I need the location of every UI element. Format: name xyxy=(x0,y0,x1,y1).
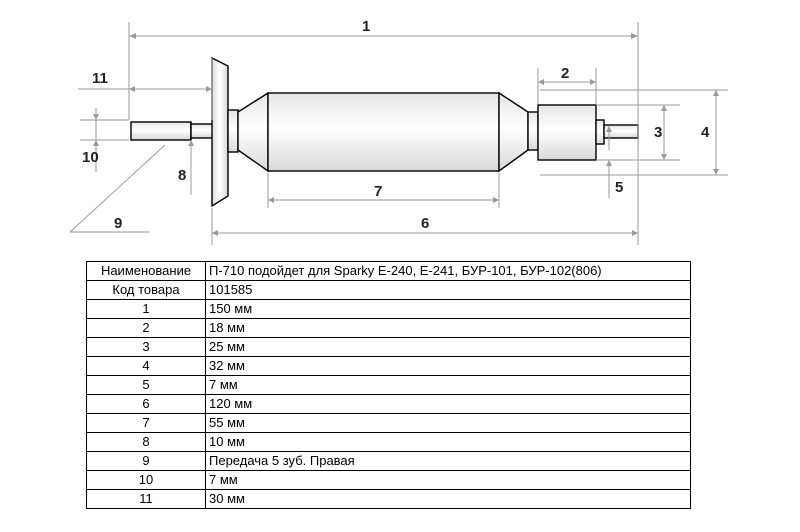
dim-label-9: 9 xyxy=(114,215,122,232)
row-value-cell: 30 мм xyxy=(205,489,691,509)
shaft-collar xyxy=(190,123,214,139)
row-key-cell: 10 xyxy=(86,470,206,490)
row-value-cell: 55 мм xyxy=(205,413,691,433)
row-key-cell: 7 xyxy=(86,413,206,433)
front-cone xyxy=(237,91,269,173)
dim-label-10: 10 xyxy=(82,149,99,166)
collector-neck xyxy=(527,111,539,151)
dim-label-6: 6 xyxy=(421,215,429,232)
dim-label-5: 5 xyxy=(615,179,623,196)
row-value-cell: 7 мм xyxy=(205,375,691,395)
dim-label-8: 8 xyxy=(178,167,186,184)
row-value-cell: 18 мм xyxy=(205,318,691,338)
row-key-cell: 5 xyxy=(86,375,206,395)
dim-label-2: 2 xyxy=(561,65,569,82)
rotor-dimension-drawing: 1 2 3 4 5 6 7 8 9 10 11 xyxy=(69,18,728,245)
arrowheads xyxy=(93,33,719,236)
row-key-cell: Наименование xyxy=(86,261,206,281)
row-key-cell: 3 xyxy=(86,337,206,357)
dim-label-1: 1 xyxy=(362,18,370,35)
dim-label-4: 4 xyxy=(701,124,710,141)
row-value-cell: 101585 xyxy=(205,280,691,300)
row-key-cell: 4 xyxy=(86,356,206,376)
row-value-cell: П-710 подойдет для Sparky Е-240, Е-241, … xyxy=(205,261,691,281)
dimension-labels: 1 2 3 4 5 6 7 8 9 10 11 xyxy=(82,18,710,232)
dim-label-3: 3 xyxy=(654,124,662,141)
row-key-cell: 11 xyxy=(86,489,206,509)
row-key-cell: 1 xyxy=(86,299,206,319)
armature-core xyxy=(267,92,500,172)
rotor-part xyxy=(130,56,639,208)
row-value-cell: 120 мм xyxy=(205,394,691,414)
row-key-cell: 8 xyxy=(86,432,206,452)
row-key-cell: 9 xyxy=(86,451,206,471)
row-value-cell: 150 мм xyxy=(205,299,691,319)
row-value-cell: Передача 5 зуб. Правая xyxy=(205,451,691,471)
row-value-cell: 10 мм xyxy=(205,432,691,452)
collector xyxy=(537,104,597,161)
dimension-lines xyxy=(69,22,728,245)
row-key-cell: Код товара xyxy=(86,280,206,300)
dim-label-11: 11 xyxy=(92,70,108,87)
row-key-cell: 2 xyxy=(86,318,206,338)
row-key-cell: 6 xyxy=(86,394,206,414)
row-value-cell: 32 мм xyxy=(205,356,691,376)
row-value-cell: 25 мм xyxy=(205,337,691,357)
bearing-step xyxy=(595,119,605,145)
dim-label-7: 7 xyxy=(374,183,382,200)
front-bearing-seat xyxy=(227,109,239,153)
gear-shaft xyxy=(130,121,192,141)
row-value-cell: 7 мм xyxy=(205,470,691,490)
fan-disc xyxy=(211,56,229,208)
rear-cone xyxy=(498,91,529,173)
